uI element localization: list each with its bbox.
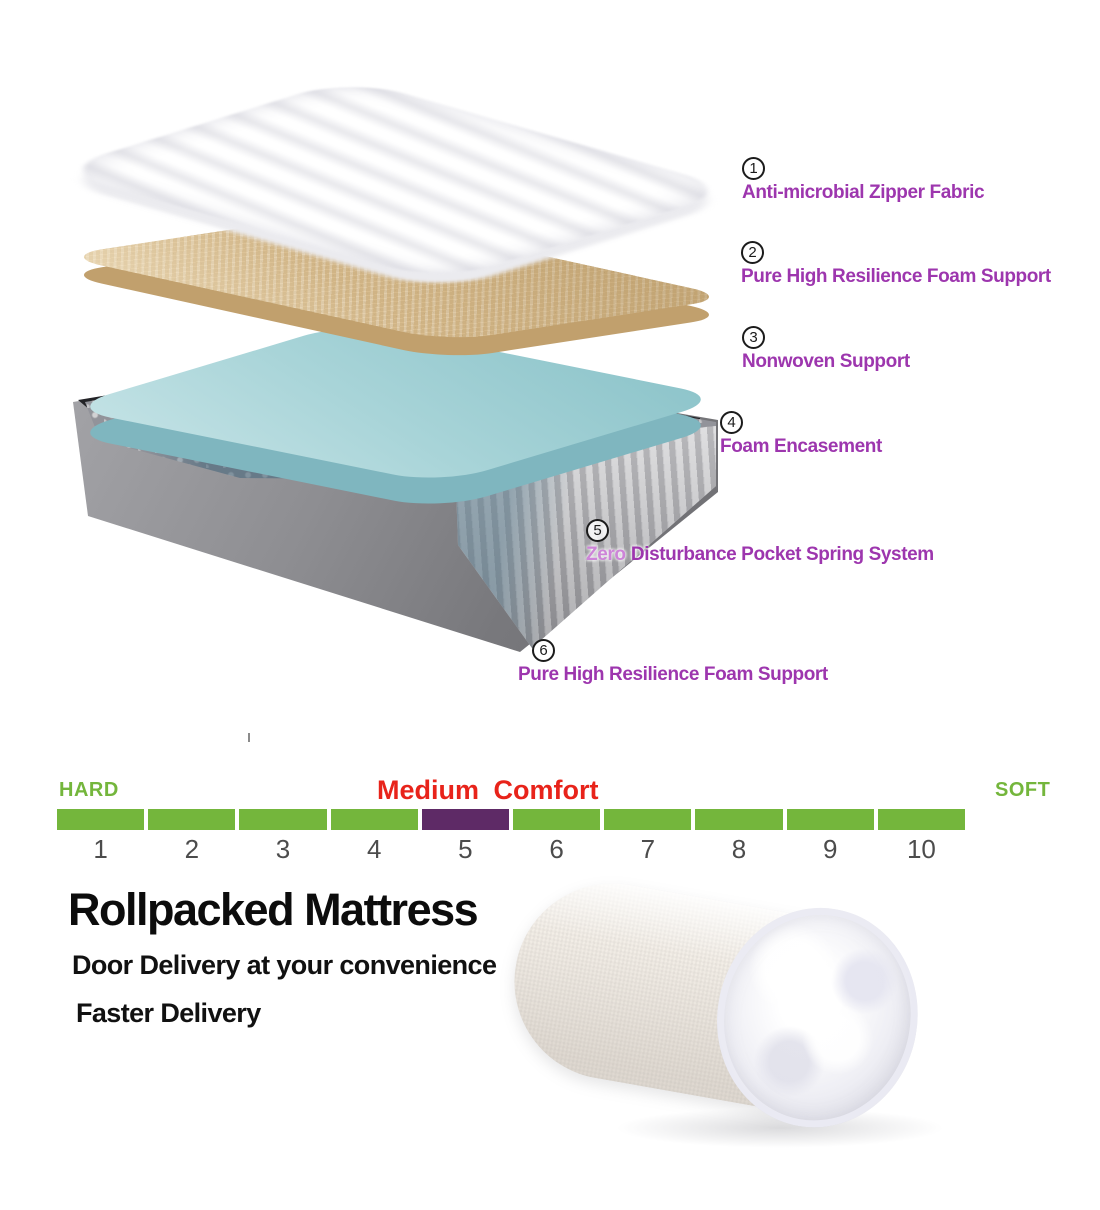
scale-segment-10: [877, 809, 966, 830]
annotation-2-label: Pure High Resilience Foam Support: [741, 266, 1051, 288]
annotation-3-number: 3: [742, 326, 765, 349]
annotation-6-number: 6: [532, 639, 555, 662]
scale-number-6: 6: [549, 834, 564, 864]
annotation-4-label: Foam Encasement: [720, 436, 882, 458]
annotation-4: 4 Foam Encasement: [720, 411, 882, 458]
annotation-1-label: Anti-microbial Zipper Fabric: [742, 182, 985, 204]
annotation-2-text: Pure High Resilience Foam Support: [741, 266, 1051, 287]
scale-medium-comfort-label: Medium Comfort: [377, 775, 599, 805]
scale-number-1: 1: [93, 834, 108, 864]
scale-hard-label: HARD: [59, 779, 119, 801]
annotation-3-label: Nonwoven Support: [742, 351, 910, 373]
scale-segment-9: [786, 809, 874, 830]
scale-segment-2: [148, 809, 236, 830]
scale-number-9: 9: [822, 834, 838, 864]
rollpacked-title: Rollpacked Mattress: [68, 884, 479, 935]
scale-number-4: 4: [366, 834, 382, 864]
annotation-5-text: Disturbance Pocket Spring System: [630, 544, 934, 565]
scale-number-7: 7: [640, 834, 656, 864]
roll-cylinder: [498, 868, 935, 1144]
scale-segment-1: [57, 809, 145, 830]
faster-delivery-text: Faster Delivery: [76, 998, 261, 1028]
scale-number-3: 3: [275, 834, 291, 864]
scale-soft-label: SOFT: [995, 779, 1051, 801]
annotation-1: 1 Anti-microbial Zipper Fabric: [742, 157, 985, 204]
annotation-4-number: 4: [720, 411, 743, 434]
rollpacked-mattress-image: [498, 850, 1025, 1190]
scale-number-5: 5: [458, 834, 473, 864]
scale-segment-7: [604, 809, 692, 830]
annotation-1-text: Anti-microbial Zipper Fabric: [742, 182, 985, 203]
comfort-scale: HARD Medium Comfort SOFT 1 2 3 4 5 6 7 8…: [57, 775, 1052, 871]
annotation-2-number: 2: [741, 241, 764, 264]
scale-numbers: 1 2 3 4 5 6 7 8 9 10: [57, 834, 965, 865]
annotation-5-number: 5: [586, 519, 609, 542]
scale-segment-4: [330, 809, 418, 830]
annotation-5-prefix: Zero: [586, 544, 626, 565]
scale-number-2: 2: [184, 834, 200, 864]
annotation-4-text: Foam Encasement: [720, 436, 882, 457]
annotation-3-text: Nonwoven Support: [742, 351, 910, 372]
annotation-6: 6 Pure High Resilience Foam Support: [518, 639, 828, 686]
scale-segment-6: [513, 809, 601, 830]
annotation-1-number: 1: [742, 157, 765, 180]
scale-segment-8: [695, 809, 783, 830]
tick-mark: [248, 733, 250, 742]
scale-number-10: 10: [906, 834, 936, 864]
door-delivery-text: Door Delivery at your convenience: [72, 950, 497, 980]
annotation-2: 2 Pure High Resilience Foam Support: [741, 241, 1051, 288]
scale-bar: [57, 809, 966, 830]
annotation-6-label: Pure High Resilience Foam Support: [518, 664, 828, 686]
annotation-3: 3 Nonwoven Support: [742, 326, 910, 373]
scale-number-8: 8: [731, 834, 747, 864]
scale-segment-3: [239, 809, 327, 830]
annotation-6-text: Pure High Resilience Foam Support: [518, 664, 828, 685]
scale-segment-5-highlighted: [421, 809, 510, 830]
